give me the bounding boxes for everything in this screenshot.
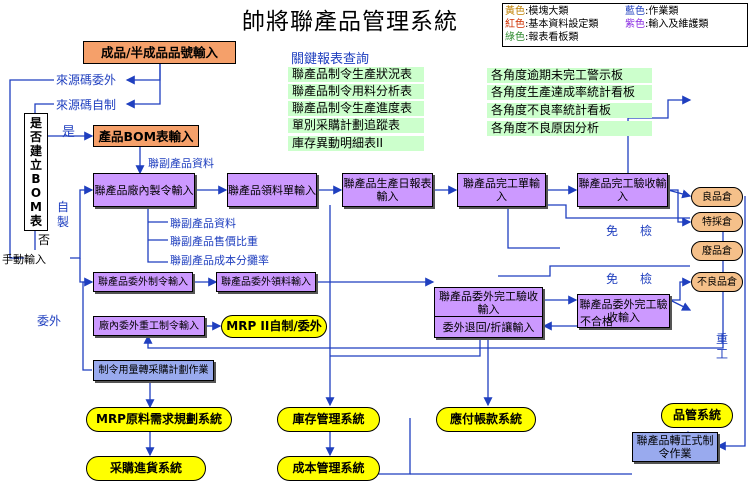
reports-title: 關鍵報表查詢 — [291, 52, 370, 67]
label-manual-input: 手動輸入 — [2, 253, 46, 266]
label-check-1: 檢 — [640, 224, 653, 238]
report-item[interactable]: 聯產品制令用料分析表 — [288, 84, 424, 99]
mrp2-module[interactable]: MRP II自制/委外 — [221, 315, 327, 338]
label-yes: 是 — [62, 125, 76, 140]
subcontract-material-box[interactable]: 聯產品委外領料輸入 — [216, 272, 316, 292]
label-outsource: 委外 — [37, 314, 62, 328]
cost-system-module[interactable]: 成本管理系統 — [277, 456, 380, 481]
completion-input-box[interactable]: 聯產品完工單輸入 — [457, 173, 546, 207]
page-title: 帥將聯產品管理系統 — [242, 9, 458, 35]
label-no: 否 — [38, 233, 51, 247]
label-coproduct-cost: 聯副產品成本分攤率 — [170, 254, 269, 267]
to-formal-order-box[interactable]: 聯產品轉正式制令作業 — [632, 432, 718, 462]
board-item[interactable]: 各角度不良率統計看板 — [487, 103, 652, 118]
purchase-system-module[interactable]: 采購進貨系統 — [86, 456, 206, 481]
report-item[interactable]: 單別采購計劃追蹤表 — [288, 118, 424, 133]
legend-item-blue: 藍色:作業類 — [625, 6, 679, 17]
product-number-input-box[interactable]: 成品/半成品品號輸入 — [83, 41, 236, 64]
subcontract-order-box[interactable]: 聯產品委外制令輸入 — [93, 272, 193, 292]
report-item[interactable]: 庫存異動明細表II — [288, 136, 424, 151]
board-item[interactable]: 各角度生產達成率統計看板 — [487, 85, 652, 100]
legend-item-red: 紅色:基本資料設定類 — [505, 19, 599, 30]
report-item[interactable]: 聯產品制令生產進度表 — [288, 101, 424, 116]
rework-order-box[interactable]: 廠內委外重工制令輸入 — [93, 316, 205, 336]
legend-item-purple: 紫色:輸入及維護類 — [625, 19, 709, 30]
ap-system-module[interactable]: 應付帳款系統 — [436, 407, 536, 432]
label-rework-2: 工 — [716, 347, 729, 361]
subcontract-completion-box[interactable]: 聯產品委外完工驗收輸入 — [434, 287, 543, 319]
label-check-2: 檢 — [640, 272, 653, 286]
in-factory-order-box[interactable]: 聯產品廠內製令輸入 — [93, 173, 195, 207]
bom-input-box[interactable]: 產品BOM表輸入 — [93, 125, 199, 147]
warehouse-special[interactable]: 特採倉 — [691, 212, 743, 232]
label-source-selfmade: 來源碼自制 — [56, 98, 117, 112]
subcontract-return-box[interactable]: 委外退回/折讓輸入 — [434, 316, 543, 338]
label-coproduct-data-1: 聯副產品資料 — [148, 157, 214, 170]
report-item[interactable]: 聯產品制令生產狀況表 — [288, 67, 424, 82]
label-coproduct-weight: 聯副產品售價比重 — [170, 235, 258, 248]
material-issue-box[interactable]: 聯產品領料單輸入 — [227, 173, 317, 207]
label-exempt-1: 免 — [606, 224, 619, 238]
label-rework-1: 重 — [716, 332, 729, 346]
legend-item-green: 綠色:報表看板類 — [505, 32, 579, 43]
purchase-plan-box[interactable]: 制令用量轉采購計劃作業 — [93, 360, 214, 381]
label-coproduct-data-2: 聯副產品資料 — [170, 217, 236, 230]
inspection-input-box[interactable]: 聯產品完工驗收輸入 — [577, 173, 668, 207]
legend: 黃色:模塊大類 藍色:作業類 紅色:基本資料設定類 紫色:輸入及維護類 綠色:報… — [502, 3, 748, 47]
warehouse-good[interactable]: 良品倉 — [691, 187, 743, 207]
label-exempt-2: 免 — [606, 272, 619, 286]
mrp-system-module[interactable]: MRP原料需求規劃系統 — [86, 407, 232, 432]
build-bom-decision: 是否建立BOM表 — [24, 113, 48, 231]
warehouse-defective[interactable]: 不良品倉 — [691, 272, 743, 292]
qc-system-module[interactable]: 品管系統 — [661, 403, 733, 428]
board-item[interactable]: 各角度不良原因分析 — [487, 121, 652, 136]
warehouse-scrap[interactable]: 廢品倉 — [691, 241, 743, 261]
label-fail: 不合格 — [580, 315, 613, 328]
board-item[interactable]: 各角度逾期未完工警示板 — [487, 68, 652, 83]
label-source-subcontract: 來源碼委外 — [56, 73, 117, 87]
label-self-made: 自製 — [57, 200, 70, 229]
legend-item-yellow: 黃色:模塊大類 — [505, 6, 569, 17]
daily-report-box[interactable]: 聯產品生產日報表輸入 — [342, 173, 433, 207]
inventory-system-module[interactable]: 庫存管理系統 — [277, 407, 380, 432]
subcontract-inspection-box[interactable]: 聯產品委外完工驗收輸入 — [577, 294, 670, 328]
